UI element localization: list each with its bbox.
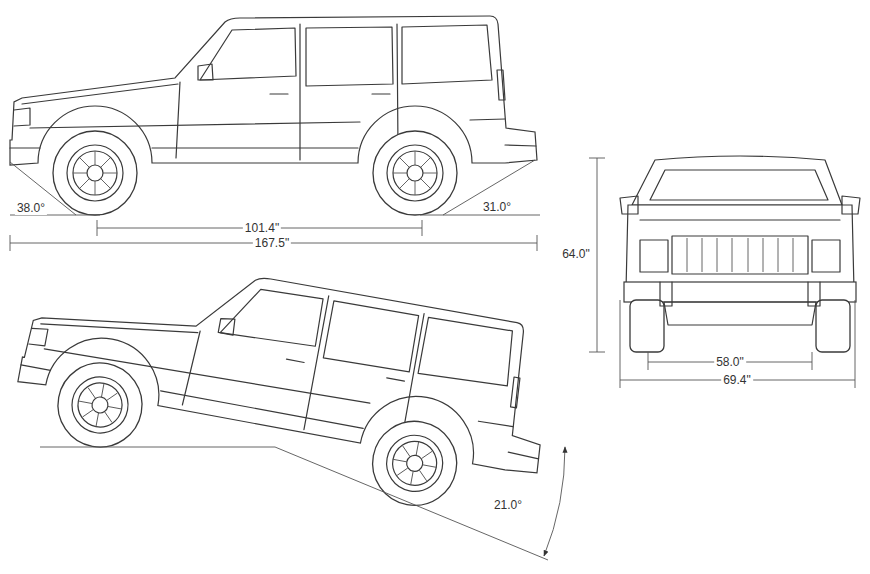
- front-dimension-lines: [589, 158, 855, 388]
- breakover-lines: [275, 447, 548, 560]
- dimension-label: 64.0": [560, 247, 592, 261]
- front-view-car: [632, 156, 842, 205]
- dimension-label: 21.0°: [492, 498, 524, 512]
- front-view-car: [816, 300, 850, 352]
- front-view-car: [664, 302, 816, 325]
- front-view-car: [630, 300, 664, 352]
- front-view-car: [626, 205, 854, 290]
- front-view-car: [640, 219, 840, 220]
- dimension-label: 167.5": [253, 236, 291, 250]
- front-view-car: [650, 170, 828, 200]
- dimension-label: 101.4": [243, 221, 281, 235]
- front-dimension-lines: [620, 300, 855, 388]
- dimension-label: 69.4": [721, 373, 753, 387]
- front-view-car: [672, 236, 808, 274]
- dimension-lines: [97, 220, 422, 236]
- breakover-view: [9, 235, 563, 527]
- front-view-car: [620, 196, 860, 214]
- dimension-label: 38.0°: [15, 201, 47, 215]
- dimension-label: 31.0°: [481, 200, 513, 214]
- dimension-lines: [10, 215, 540, 216]
- breakover-lines: [40, 447, 565, 560]
- front-view-car: [624, 282, 856, 302]
- dimension-lines: [10, 162, 76, 215]
- side-view: [10, 16, 537, 215]
- front-view-car: [620, 156, 860, 352]
- front-view-car: [640, 240, 668, 272]
- breakover-lines: [544, 447, 565, 556]
- front-view-car: [660, 282, 820, 306]
- dimension-lines: [10, 160, 540, 251]
- front-dimension-lines: [648, 352, 812, 370]
- dimension-lines: [443, 160, 535, 215]
- front-view-car: [812, 240, 840, 272]
- breakover-lines: [40, 447, 275, 448]
- dimension-label: 58.0": [714, 355, 746, 369]
- front-view-car: [687, 238, 793, 272]
- dimension-lines: [10, 235, 537, 251]
